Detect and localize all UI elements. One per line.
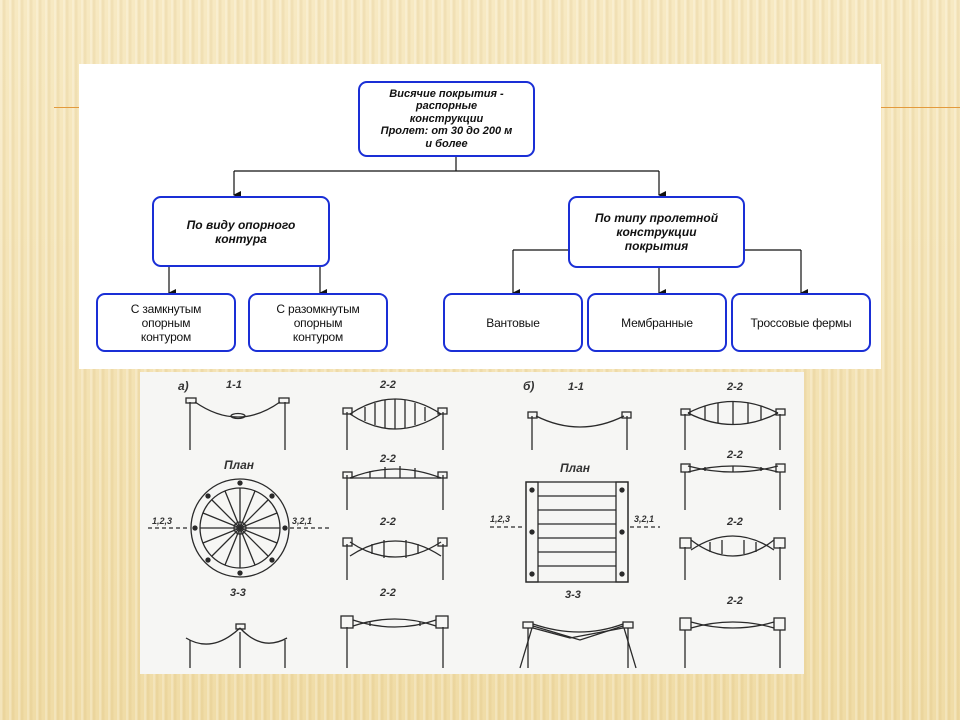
drawings-canvas: а) б) 1-1 2-2 План 2-2 2-2 3-3 2-2 1,2,3… bbox=[148, 379, 786, 669]
root-box: Висячие покрытия - распорные конструкции… bbox=[358, 81, 535, 157]
a-section-2-label-2: 2-2 bbox=[379, 453, 396, 465]
span-branch-box: По типу пролетной конструкции покрытия bbox=[568, 196, 745, 268]
open-contour-line-2: опорным bbox=[293, 315, 343, 330]
cable-truss-box: Троссовые фермы bbox=[731, 293, 871, 352]
open-contour-line-3: контуром bbox=[292, 329, 344, 344]
part-b-label: б) bbox=[523, 379, 534, 393]
b-section-1-label: 1-1 bbox=[568, 381, 584, 393]
open-contour-box: С разомкнутым опорным контуром bbox=[248, 293, 388, 352]
b-section-3-label: 3-3 bbox=[565, 589, 581, 601]
a-plan-label: План bbox=[224, 458, 255, 472]
closed-contour-line-3: контуром bbox=[140, 329, 192, 344]
contour-branch-box: По виду опорного контура bbox=[152, 196, 330, 267]
membrane-label: Мембранные bbox=[621, 315, 693, 330]
span-branch-line-1: По типу пролетной bbox=[594, 211, 719, 225]
cable-stayed-label: Вантовые bbox=[486, 315, 540, 330]
root-line-4: и более bbox=[425, 137, 468, 150]
open-contour-line-1: С разомкнутым bbox=[276, 301, 360, 316]
b-section-2-lens bbox=[680, 400, 786, 450]
root-line-1: Висячие покрытия - распорные bbox=[389, 87, 504, 113]
a-section-2-crossed bbox=[342, 537, 448, 580]
b-section-2-label-3: 2-2 bbox=[726, 516, 743, 528]
a-section-2-label-3: 2-2 bbox=[379, 516, 396, 528]
part-a-label: а) bbox=[178, 379, 189, 393]
a-section-3-label: 3-3 bbox=[230, 587, 246, 599]
closed-contour-box: С замкнутым опорным контуром bbox=[96, 293, 236, 352]
a-section-2-convex bbox=[342, 466, 448, 510]
a-section-3-sag-cable bbox=[185, 623, 288, 668]
a-section-2-lens bbox=[342, 398, 448, 450]
a-cut-right-label: 3,2,1 bbox=[292, 516, 312, 526]
b-cut-right-label: 3,2,1 bbox=[634, 514, 654, 524]
contour-branch-line-2: контура bbox=[215, 231, 267, 246]
b-plan-label: План bbox=[560, 461, 591, 475]
b-section-2-label-2: 2-2 bbox=[726, 449, 743, 461]
a-plan-circular-roof bbox=[148, 478, 332, 578]
span-branch-line-3: покрытия bbox=[624, 239, 689, 253]
b-section-2-label-1: 2-2 bbox=[726, 381, 743, 393]
a-section-2-label-1: 2-2 bbox=[379, 379, 396, 391]
closed-contour-line-2: опорным bbox=[141, 315, 191, 330]
classification-diagram: Висячие покрытия - распорные конструкции… bbox=[79, 64, 881, 369]
root-line-2: конструкции bbox=[409, 112, 484, 125]
b-section-2-crossed bbox=[680, 463, 786, 510]
a-section-1-label: 1-1 bbox=[226, 379, 242, 391]
closed-contour-line-1: С замкнутым bbox=[130, 301, 202, 316]
b-section-3-cable-net bbox=[519, 621, 637, 669]
a-section-2-saddle bbox=[340, 615, 449, 668]
contour-branch-line-1: По виду опорного bbox=[186, 217, 296, 232]
b-cut-left-label: 1,2,3 bbox=[490, 514, 510, 524]
a-section-1-sag-cable bbox=[185, 397, 290, 450]
membrane-box: Мембранные bbox=[587, 293, 727, 352]
cable-truss-label: Троссовые фермы bbox=[750, 315, 852, 330]
span-branch-line-2: конструкции bbox=[616, 225, 697, 239]
b-section-2-label-4: 2-2 bbox=[726, 595, 743, 607]
structural-drawings: а) б) 1-1 2-2 План 2-2 2-2 3-3 2-2 1,2,3… bbox=[140, 372, 804, 674]
cable-stayed-box: Вантовые bbox=[443, 293, 583, 352]
b-plan-rectangular-roof bbox=[490, 481, 660, 583]
b-section-2-saddle bbox=[679, 617, 786, 668]
root-line-3: Пролет: от 30 до 200 м bbox=[380, 125, 513, 138]
b-section-2-twisted bbox=[679, 535, 786, 580]
b-section-1-sag-cable bbox=[527, 411, 632, 450]
a-section-2-label-4: 2-2 bbox=[379, 587, 396, 599]
a-cut-left-label: 1,2,3 bbox=[152, 516, 172, 526]
